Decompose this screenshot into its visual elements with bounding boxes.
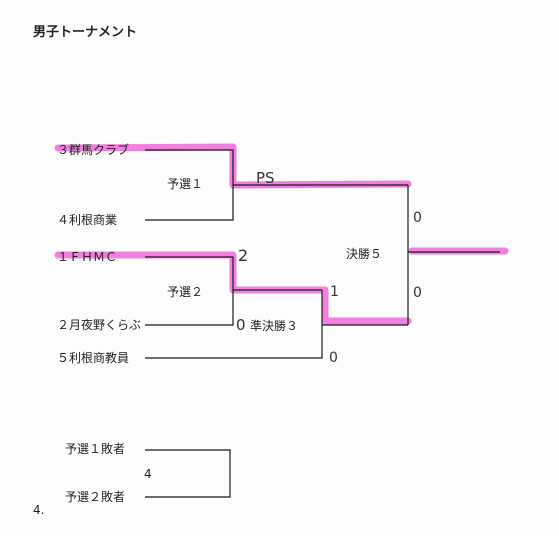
match-final: 決勝５ bbox=[346, 247, 383, 261]
q1-note: PS bbox=[256, 169, 275, 187]
q2-bottom-score: 0 bbox=[236, 316, 246, 334]
winner-highlight bbox=[54, 143, 509, 325]
bracket-black bbox=[145, 149, 500, 498]
consolation-loser-1: 予選１敗者 bbox=[65, 442, 126, 456]
match-qualifier-1: 予選１ bbox=[167, 177, 204, 191]
final-bottom-score: 0 bbox=[413, 285, 422, 301]
semi-bottom-score: 0 bbox=[329, 350, 338, 366]
page-title: 男子トーナメント bbox=[33, 25, 138, 40]
consolation-loser-2: 予選２敗者 bbox=[65, 490, 126, 504]
q2-top-score: 2 bbox=[238, 246, 248, 265]
team-tone-shogyo: ４利根商業 bbox=[57, 213, 118, 227]
semi-top-score: 1 bbox=[330, 284, 339, 300]
team-tone-teachers: ５利根商教員 bbox=[57, 351, 130, 365]
consolation-match-number: 4 bbox=[144, 467, 152, 481]
team-gunma-club: ３群馬クラブ bbox=[57, 143, 130, 157]
final-top-score: 0 bbox=[413, 210, 422, 226]
match-semifinal: 準決勝３ bbox=[250, 319, 299, 333]
team-fhmc: １ＦＨＭＣ bbox=[57, 250, 118, 264]
match-qualifier-2: 予選２ bbox=[167, 285, 204, 299]
page-footnote: 4. bbox=[33, 503, 45, 517]
team-tsukiyono-club: ２月夜野くらぶ bbox=[57, 318, 142, 332]
